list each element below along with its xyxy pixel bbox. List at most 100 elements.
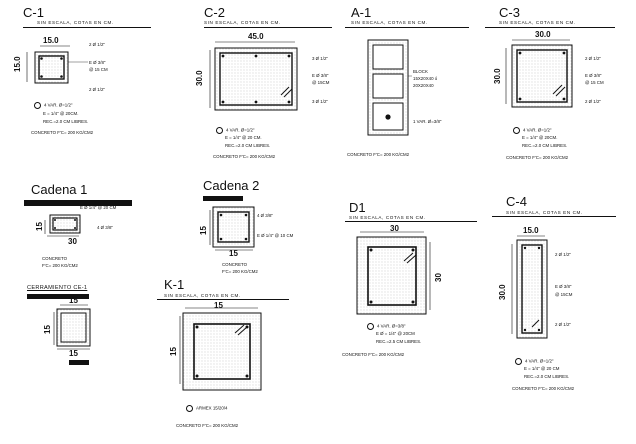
d1-spec-bars-text: 4 VAR. Ø=3/8" [377,323,406,329]
ce1-section [27,294,91,365]
cadena2-beam-outline [212,206,255,248]
c3-rebar [562,51,566,55]
c4-bullet-icon [515,358,522,365]
c2-spec-bars-text: 4 VAR. Ø=1/2" [226,127,255,133]
c3-bars-bottom: 2 Ø 1/2" [585,99,601,104]
c3-spec-bars-text: 4 VAR. Ø=1/2" [523,127,552,133]
c2-dim-w: 45.0 [248,32,264,41]
c4-spacing: @ 15CM [555,292,573,297]
a1-title: A-1 [351,5,372,20]
c1-column-outline [34,51,69,84]
c3-stirrups: E Ø 3/8" [585,73,602,78]
d1-rebar [411,300,415,304]
c2-rebar [287,54,291,58]
c2-column-outline [214,47,298,111]
k1-column-outline [182,312,262,391]
cadena1-beam-outline [49,214,81,234]
cadena2-bars: 4 Ø 3/8" [257,213,273,218]
ce1-title-bar [27,294,89,299]
k1-armex-text: ARMEX 15/20/4 [196,405,228,411]
ce1-stirrup [60,312,87,343]
c3-spec-rec: REC.=2.0 CM LIBRES. [522,143,568,148]
a1-title-rule [345,27,469,28]
a1-block-cell [372,73,404,99]
cadena1-dim-h: 15 [35,222,44,231]
c4-dim-h: 30.0 [498,284,507,300]
c2-hook [280,86,290,96]
c3-dim-h: 30.0 [493,68,502,84]
d1-subtitle: SIN ESCALA, COTAS EN CM. [349,215,426,220]
c3-concrete: CONCRETO F'C= 200 KG/CM2 [506,155,569,160]
c2-rebar [287,100,291,104]
c1-title-rule [23,27,151,28]
c1-bars-top: 2 Ø 1/2" [89,42,105,47]
c1-spec-rec: REC.=2.0 CM LIBRES. [43,119,89,124]
c3-subtitle: SIN ESCALA, COTAS EN CM. [499,20,576,25]
k1-concrete: CONCRETO F'C= 200 KG/CM2 [176,423,239,428]
c4-title-rule [492,216,616,217]
cadena1-concrete2: F'C= 200 KG/CM2 [42,263,78,268]
c2-spec-stirrup: E = 1/4" @ 20 CM. [225,135,262,140]
d1-dim-h: 30 [434,273,443,282]
a1-var-label: 1 VAR. Ø=3/8" [413,119,442,124]
c2-title: C-2 [204,5,225,20]
c1-stirrups: E Ø 3/8" [89,60,106,65]
d1-concrete: CONCRETO F'C= 200 KG/CM2 [342,352,405,357]
cadena1-stirrup [52,217,78,231]
c3-title-rule [485,27,615,28]
d1-rebar [369,248,373,252]
c3-spec-stirrup: E = 1/4" @ 20CM. [522,135,558,140]
c2-bars-bottom: 3 Ø 1/2" [312,99,328,104]
c3-section [505,39,573,108]
d1-rebar [411,248,415,252]
cadena2-rebar [244,237,248,241]
cadena1-title-bar [24,200,132,206]
c1-rebar [40,75,43,78]
cadena2-stirrup: E Ø 1/4" @ 10 CM [257,233,294,238]
c2-title-rule [204,27,332,28]
k1-title-rule [157,299,289,300]
cadena2-concrete1: CONCRETO [222,262,248,267]
c4-rebar [523,246,527,250]
d1-hook [403,252,414,262]
a1-section [367,39,412,136]
c3-column-outline [511,44,573,108]
k1-title: K-1 [164,277,185,292]
c2-bullet-icon [216,127,223,134]
cadena1-bars: 4 Ø 3/8" [97,225,113,230]
c2-rebar [254,100,258,104]
k1-rebar [195,374,199,378]
ce1-title: CERRAMIENTO CE-1 [27,285,88,291]
a1-rebar [385,114,391,120]
c2-spacing: @ 15CM [312,80,330,85]
cadena2-title: Cadena 2 [203,178,260,193]
c3-spacing: @ 15 CM [585,80,604,85]
c2-hook [283,88,293,98]
c4-bars-top: 2 Ø 1/2" [555,252,571,257]
cadena2-section [203,196,255,251]
a1-block-cell [372,44,404,70]
c1-spec-stirrup: E = 1/4" @ 20CM. [43,111,79,116]
c4-spec-rec: REC.=2.0 CM LIBRES. [524,374,570,379]
a1-block-size2: 20X20X40 [413,83,434,88]
k1-rebar [245,374,249,378]
c2-bars-top: 3 Ø 1/2" [312,56,328,61]
k1-armex: ARMEX 15/20/4 [186,405,227,412]
c4-stirrup [521,244,543,334]
cadena1-rebar [54,219,56,221]
c3-hook [555,86,566,97]
c4-subtitle: SIN ESCALA, COTAS EN CM. [506,210,583,215]
c1-rebar [60,75,63,78]
c1-rebar [60,57,63,60]
c1-concrete: CONCRETO F'C= 200 KG/CM2 [31,130,94,135]
c2-section [209,41,298,111]
k1-hook [234,324,245,334]
d1-section [356,231,431,315]
c1-dim-h: 15.0 [13,56,22,72]
c3-dim-w: 30.0 [535,30,551,39]
cadena2-rebar [219,237,223,241]
c3-spec-bars: 4 VAR. Ø=1/2" [513,127,551,134]
c1-bullet-icon [34,102,41,109]
k1-bullet-icon [186,405,193,412]
d1-spec-stirrup: E Ø = 1/4" @ 20CM [376,331,415,336]
